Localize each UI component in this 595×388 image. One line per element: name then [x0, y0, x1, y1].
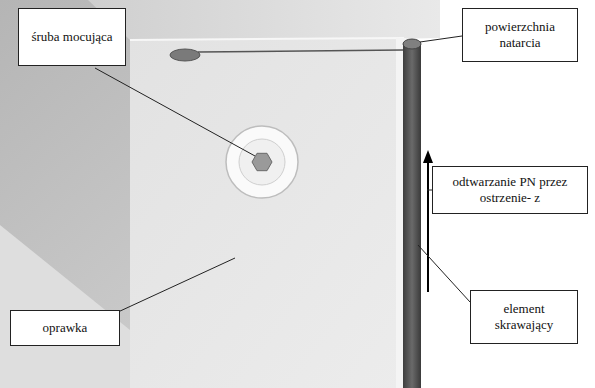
callout-box: powierzchnia natarcia — [462, 8, 578, 62]
leader-line — [118, 258, 235, 312]
holder-front-plate — [130, 38, 404, 388]
leader-line — [420, 36, 462, 42]
holder-top — [88, 0, 440, 40]
rake-face — [403, 39, 421, 49]
callout-box: element skrawający — [470, 290, 578, 344]
callout-label: odtwarzanie PN przez ostrzenie- z — [439, 174, 581, 207]
holder-side — [0, 0, 440, 388]
holder-lower-face — [0, 225, 130, 388]
slot-line — [198, 50, 403, 52]
callout-box: odtwarzanie PN przez ostrzenie- z — [432, 166, 588, 214]
leader-line — [95, 68, 255, 156]
leader-line — [418, 245, 470, 302]
callout-label: powierzchnia natarcia — [469, 19, 571, 52]
regrind-arrow — [427, 160, 429, 292]
callout-label: oprawka — [43, 320, 88, 336]
slot-hole — [170, 49, 200, 61]
callout-label: element skrawający — [477, 301, 571, 334]
screw-head — [239, 139, 285, 185]
plate-edge — [130, 38, 404, 40]
arrow-head — [423, 150, 433, 163]
clamping-screw — [226, 126, 298, 198]
callout-box: oprawka — [10, 310, 120, 346]
callout-box: śruba mocująca — [18, 8, 126, 66]
cutting-element — [403, 44, 421, 388]
callout-label: śruba mocująca — [31, 29, 112, 45]
